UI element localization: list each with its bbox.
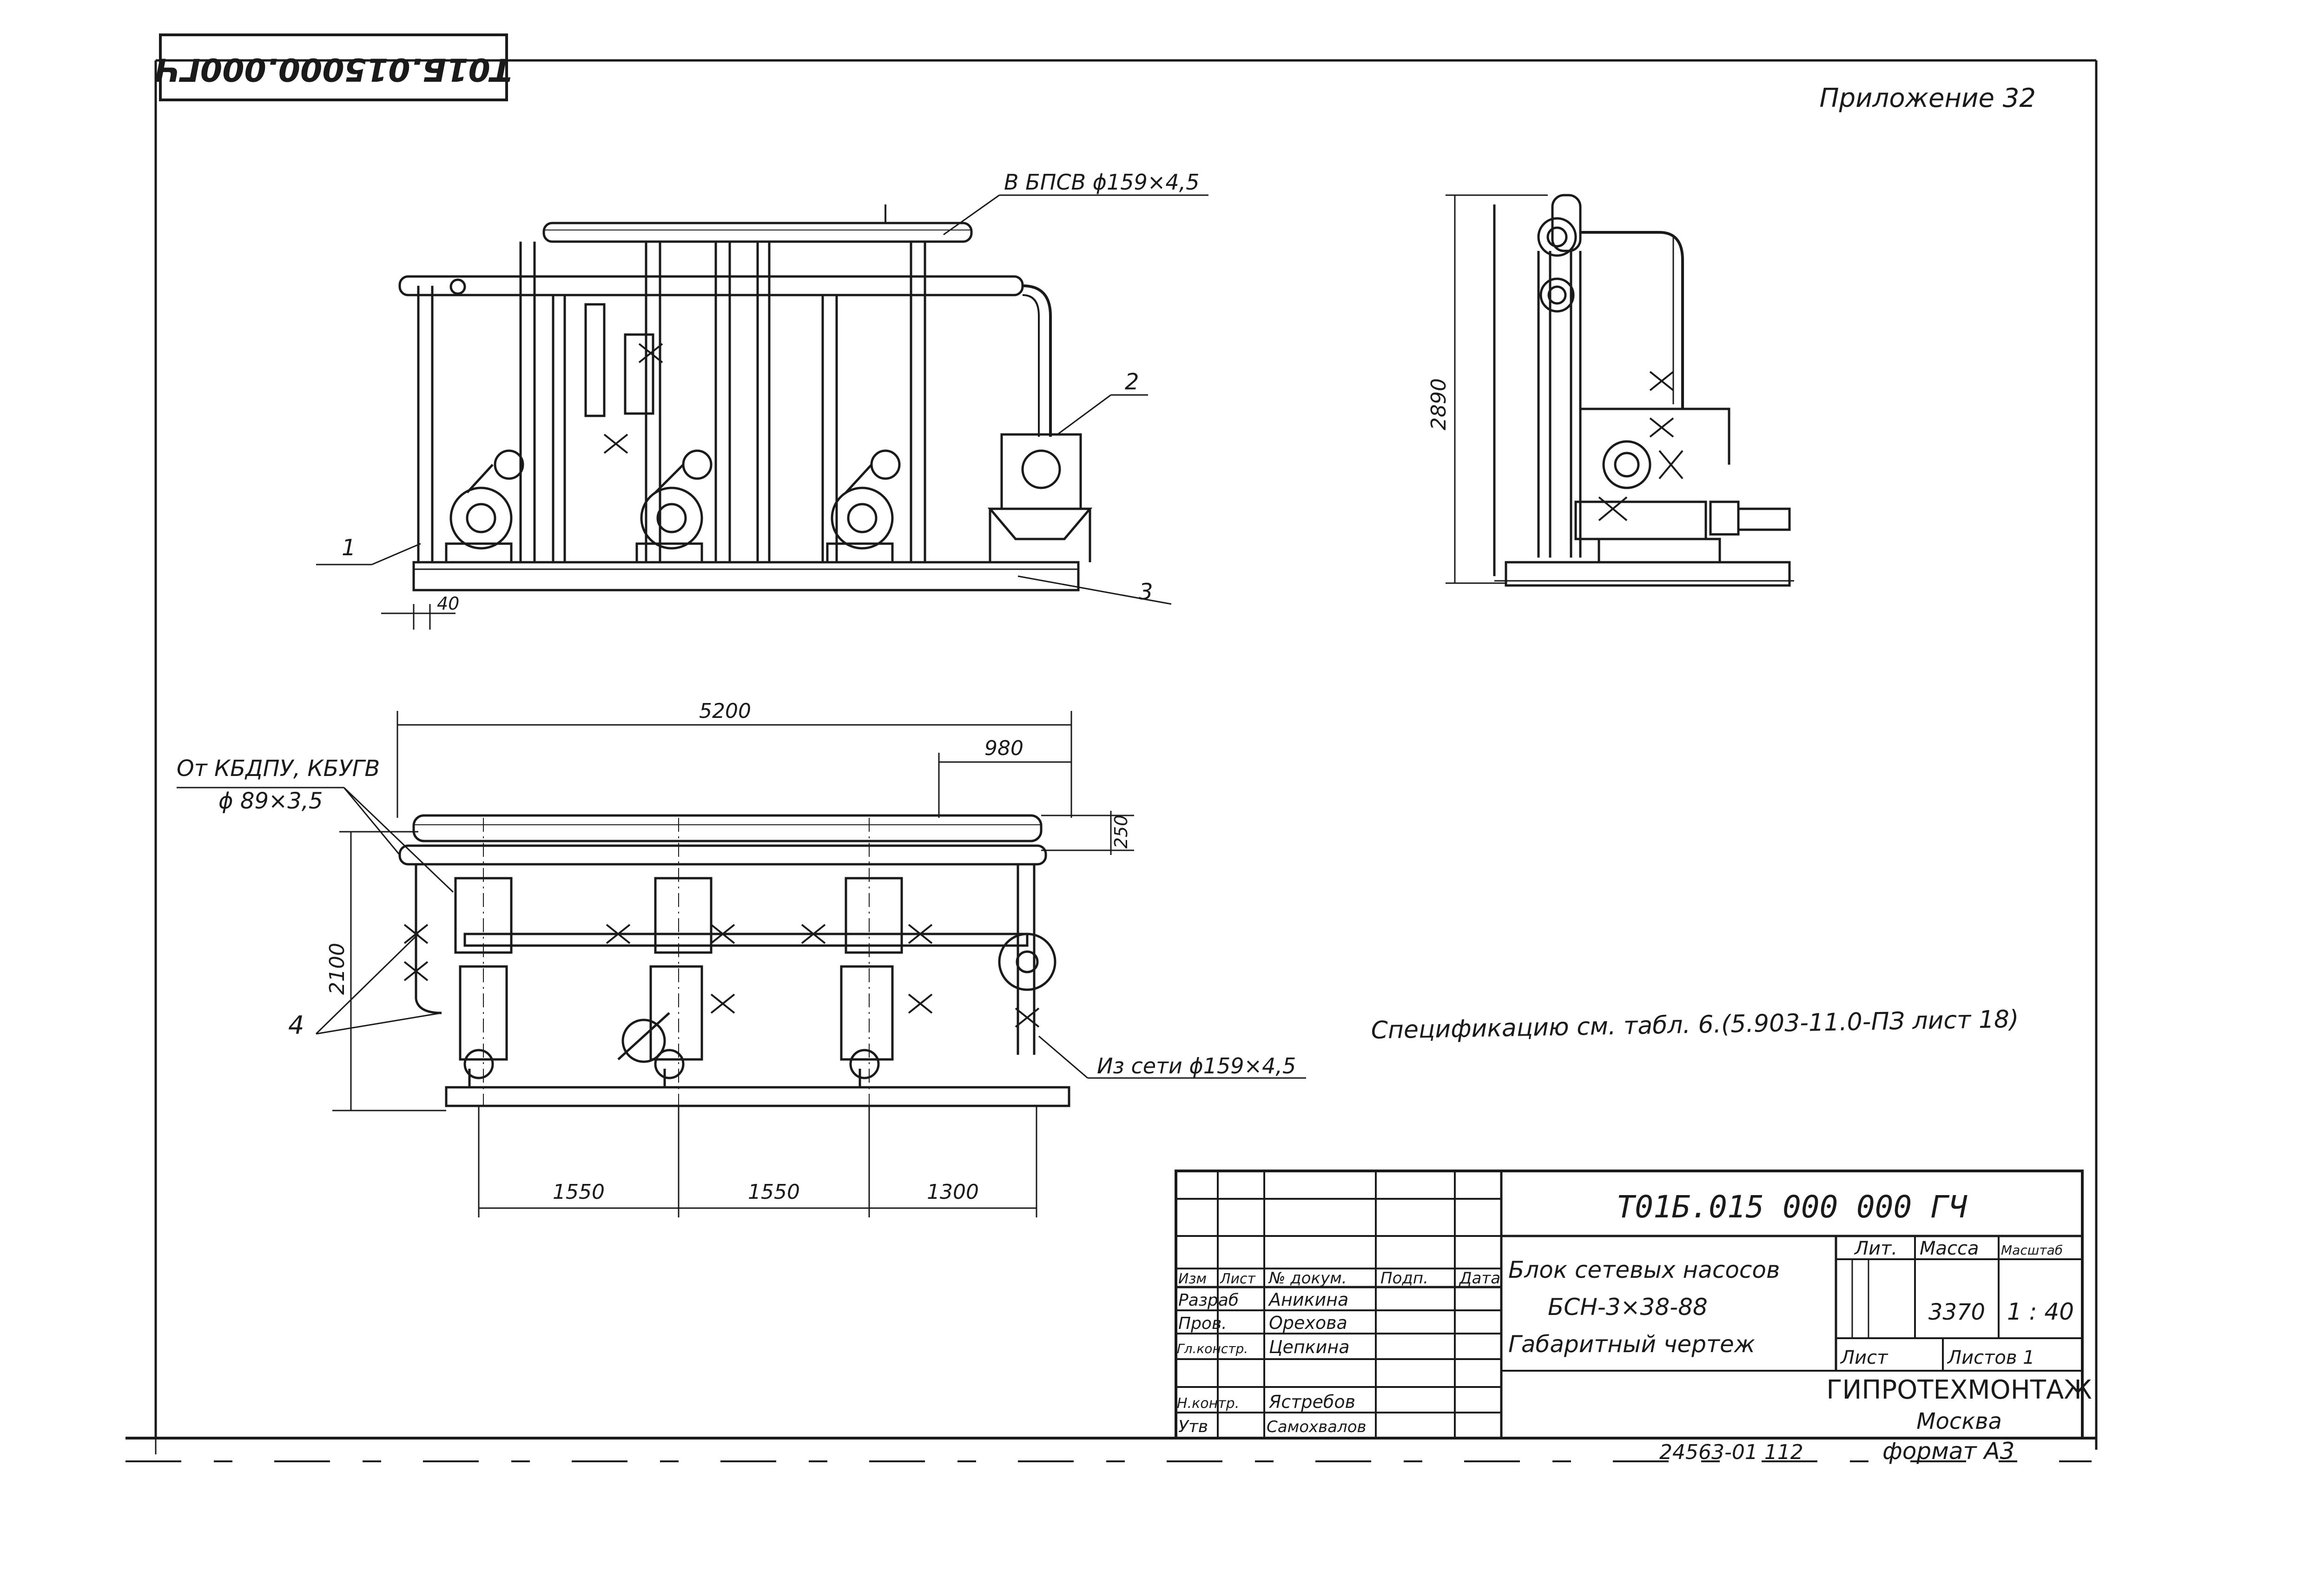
lbl-lit: Лит. (1854, 1238, 1897, 1259)
end-view-dimension (1446, 194, 1548, 584)
mass-value: 3370 (1928, 1299, 1985, 1325)
hdr-list: Лист (1220, 1271, 1256, 1287)
callout-4: 4 (288, 1011, 304, 1040)
plan-dim-1300: 1300 (927, 1180, 979, 1204)
end-view (1493, 194, 1794, 587)
footer-format: формат А3 (1882, 1438, 2014, 1465)
lbl-masshtab: Масштаб (2001, 1242, 2063, 1258)
corner-stamp: Т01Б.015000.000ГЧ (155, 33, 512, 101)
title-doc-code: Т01Б.015 000 000 ГЧ (1617, 1189, 1967, 1225)
lbl-sheets: Листов 1 (1947, 1347, 2035, 1368)
dim-40: 40 (437, 593, 459, 614)
role-prov: Пров. (1178, 1314, 1227, 1333)
plan-dim-980: 980 (984, 736, 1023, 760)
plan-dim-2100: 2100 (325, 943, 349, 995)
plan-dim-1550-a: 1550 (553, 1180, 605, 1204)
sheet-frame (125, 59, 2098, 1462)
hdr-data: Дата (1459, 1269, 1500, 1288)
plan-dim-250: 250 (1111, 815, 1131, 849)
outlet-label: В БПСВ ϕ159×4,5 (1004, 170, 1199, 195)
spec-note: Спецификацию см. табл. 6.(5.903-11.0-ПЗ … (1371, 1006, 2019, 1045)
role-nkontr: Н.контр. (1177, 1395, 1239, 1412)
callout-1: 1 (342, 535, 356, 561)
corner-code: Т01Б.015000.000ГЧ (155, 51, 512, 87)
org-name: ГИПРОТЕХМОНТАЖ (1826, 1375, 2092, 1405)
appendix-label: Приложение 32 (1819, 83, 2036, 113)
callout-2: 2 (1125, 369, 1139, 395)
plan-dim-1550-b: 1550 (748, 1180, 800, 1204)
scale-value: 1 : 40 (2007, 1298, 2074, 1325)
end-height-dim: 2890 (1427, 378, 1451, 430)
lbl-sheet: Лист (1840, 1347, 1888, 1368)
hdr-podp: Подп. (1380, 1269, 1428, 1288)
title-line-2: БСН-3×38-88 (1548, 1294, 1708, 1321)
org-city: Москва (1916, 1408, 2002, 1434)
plan-view-dimensions (177, 711, 1306, 1217)
hdr-docnum: № докум. (1268, 1269, 1347, 1288)
footer-number: 24563-01 112 (1659, 1440, 1803, 1464)
role-razrab: Разраб (1178, 1291, 1239, 1310)
side-elevation-view (398, 204, 1093, 592)
plan-inlet-label-1: От КБДПУ, КБУГВ (177, 756, 380, 782)
name-glkonstr: Цепкина (1269, 1337, 1350, 1357)
plan-dim-total: 5200 (699, 699, 751, 723)
lbl-massa: Масса (1920, 1238, 1979, 1259)
role-glkonstr: Гл.констр. (1177, 1341, 1248, 1356)
callout-3: 3 (1139, 579, 1153, 605)
title-line-1: Блок сетевых насосов (1508, 1256, 1780, 1283)
side-view-annotations (316, 194, 1208, 630)
name-utv: Самохвалов (1267, 1418, 1367, 1436)
plan-view (398, 814, 1070, 1107)
plan-inlet-label-2: ϕ 89×3,5 (218, 788, 323, 814)
role-utv: Утв (1178, 1417, 1208, 1436)
name-razrab: Аникина (1268, 1289, 1348, 1310)
network-inlet-label: Из сети ϕ159×4,5 (1097, 1053, 1296, 1078)
hdr-izm: Изм (1178, 1271, 1207, 1287)
name-prov: Орехова (1269, 1313, 1347, 1333)
title-line-3: Габаритный чертеж (1508, 1331, 1755, 1358)
name-nkontr: Ястребов (1268, 1392, 1355, 1412)
title-block (1175, 1170, 2084, 1440)
